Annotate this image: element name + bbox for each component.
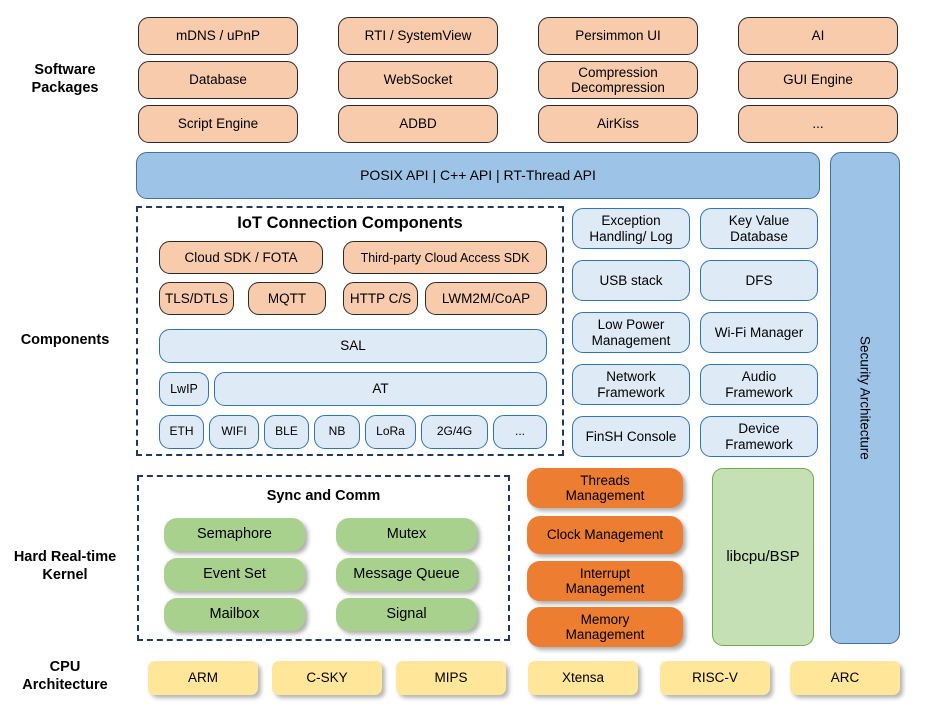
cpu-arc[interactable]: ARC [790,661,900,695]
package-compression-decompression[interactable]: Compression Decompression [538,61,698,99]
iot-lwip[interactable]: LwIP [159,372,209,406]
kernel-memory-management[interactable]: Memory Management [527,607,683,647]
package-rti-systemview[interactable]: RTI / SystemView [338,17,498,55]
component-audio-framework[interactable]: Audio Framework [700,364,818,405]
kernel-event-set[interactable]: Event Set [164,558,305,591]
iot-wifi[interactable]: WIFI [209,415,259,449]
package-persimmon-ui[interactable]: Persimmon UI [538,17,698,55]
component-wifi-manager[interactable]: Wi-Fi Manager [700,312,818,353]
section-label-cpu-architecture: CPU Architecture [22,659,108,693]
iot-third-party-cloud-access-sdk[interactable]: Third-party Cloud Access SDK [343,241,547,274]
kernel-interrupt-management[interactable]: Interrupt Management [527,561,683,601]
kernel-threads-management[interactable]: Threads Management [527,468,683,508]
iot-2g-4g[interactable]: 2G/4G [421,415,488,449]
iot-tls-dtls[interactable]: TLS/DTLS [159,282,234,315]
cpu-xtensa[interactable]: Xtensa [528,661,638,695]
cpu-c-sky[interactable]: C-SKY [272,661,382,695]
package-gui-engine[interactable]: GUI Engine [738,61,898,99]
sync-and-comm-title: Sync and Comm [266,488,381,504]
iot-mqtt[interactable]: MQTT [248,282,326,315]
iot-lora[interactable]: LoRa [365,415,416,449]
iot-nb[interactable]: NB [314,415,360,449]
kernel-mailbox[interactable]: Mailbox [164,598,305,631]
component-usb-stack[interactable]: USB stack [572,260,690,301]
package-adbd[interactable]: ADBD [338,105,498,143]
kernel-clock-management[interactable]: Clock Management [527,516,683,554]
iot-eth[interactable]: ETH [159,415,204,449]
component-dfs[interactable]: DFS [700,260,818,301]
kernel-mutex[interactable]: Mutex [336,518,477,551]
component-device-framework[interactable]: Device Framework [700,416,818,457]
component-network-framework[interactable]: Network Framework [572,364,690,405]
security-architecture-label: Security Architecture [857,336,873,460]
kernel-signal[interactable]: Signal [336,598,477,631]
component-exception-handling-log[interactable]: Exception Handling/ Log [572,208,690,249]
section-label-software-packages: Software Packages [31,62,99,96]
iot-more[interactable]: ... [493,415,547,449]
iot-at[interactable]: AT [214,372,547,406]
section-label-kernel: Hard Real-time Kernel [13,549,117,583]
package-more[interactable]: ... [738,105,898,143]
iot-cloud-sdk-fota[interactable]: Cloud SDK / FOTA [159,241,323,274]
package-airkiss[interactable]: AirKiss [538,105,698,143]
component-low-power-management[interactable]: Low Power Management [572,312,690,353]
iot-ble[interactable]: BLE [264,415,309,449]
api-layer-bar: POSIX API | C++ API | RT-Thread API [136,152,820,199]
cpu-risc-v[interactable]: RISC-V [660,661,770,695]
kernel-semaphore[interactable]: Semaphore [164,518,305,551]
security-architecture-bar: Security Architecture [830,152,900,644]
iot-http-cs[interactable]: HTTP C/S [343,282,418,315]
component-key-value-database[interactable]: Key Value Database [700,208,818,249]
package-ai[interactable]: AI [738,17,898,55]
section-label-components: Components [20,332,110,349]
package-script-engine[interactable]: Script Engine [138,105,298,143]
component-finsh-console[interactable]: FinSH Console [572,416,690,457]
cpu-mips[interactable]: MIPS [396,661,506,695]
iot-connection-components-title: IoT Connection Components [237,214,463,232]
cpu-arm[interactable]: ARM [148,661,258,695]
iot-lwm2m-coap[interactable]: LWM2M/CoAP [425,282,547,315]
iot-sal[interactable]: SAL [159,329,547,363]
package-websocket[interactable]: WebSocket [338,61,498,99]
libcpu-bsp[interactable]: libcpu/BSP [712,468,814,646]
package-database[interactable]: Database [138,61,298,99]
package-mdns-upnp[interactable]: mDNS / uPnP [138,17,298,55]
kernel-message-queue[interactable]: Message Queue [336,558,477,591]
